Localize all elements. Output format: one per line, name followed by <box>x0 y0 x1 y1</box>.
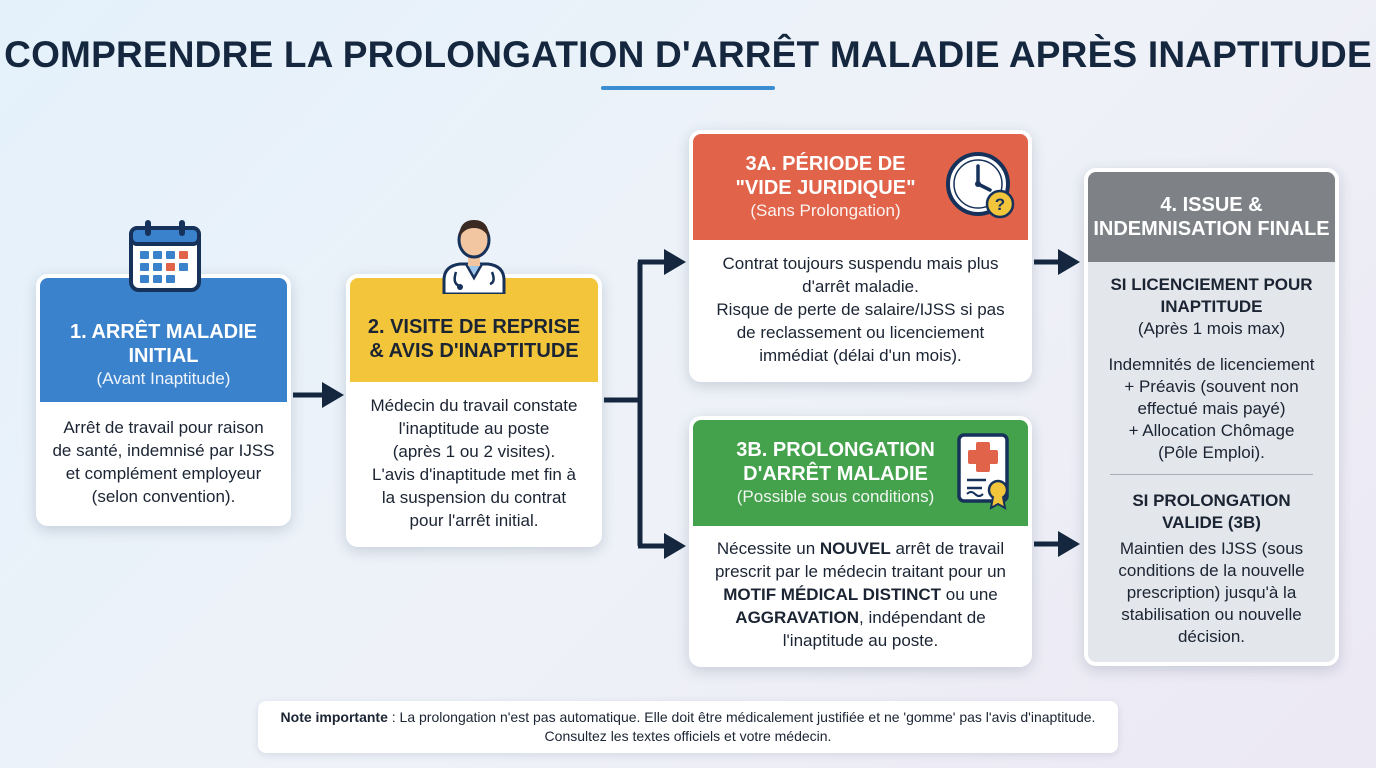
step3a-body-line: immédiat (délai d'un mois). <box>759 345 962 365</box>
step3a-body-line: d'arrêt maladie. <box>802 276 919 296</box>
step2-heading-line1: 2. VISITE DE REPRISE <box>367 316 581 338</box>
step3b-subtitle: (Possible sous conditions) <box>736 487 935 506</box>
step4-sec2-line: décision. <box>1177 627 1246 646</box>
step1-body-line: de santé, indemnisé par IJSS <box>52 441 275 460</box>
arrow-3b-to-4 <box>1034 531 1080 557</box>
step3b-emphasis: MOTIF MÉDICAL DISTINCT <box>723 585 942 604</box>
step4-sec2-line: prescription) jusqu'à la <box>1126 583 1297 602</box>
step3b-body-line: MOTIF MÉDICAL DISTINCT ou une <box>723 583 998 606</box>
step3b-body-line: prescrit par le médecin traitant pour un <box>714 562 1007 581</box>
medical-certificate-icon <box>956 432 1014 515</box>
step4-sec2-line: conditions de la nouvelle <box>1118 561 1305 580</box>
svg-text:?: ? <box>995 195 1005 214</box>
step3b-body-line: AGGRAVATION, indépendant de <box>735 606 985 629</box>
step2-header: 2. VISITE DE REPRISE & AVIS D'INAPTITUDE <box>350 278 598 382</box>
step3b-text: ou une <box>941 585 998 604</box>
step3a-body: Contrat toujours suspendu mais plus d'ar… <box>693 240 1028 378</box>
step2-body-line: l'inaptitude au poste <box>398 418 550 438</box>
step3a-heading-line1: 3A. PÉRIODE DE <box>745 153 906 175</box>
step3b-text: , indépendant de <box>859 608 986 627</box>
step1-heading-line1: 1. ARRÊT MALADIE <box>69 321 258 343</box>
step3a-subtitle: (Sans Prolongation) <box>750 201 901 220</box>
step2-body-line: la suspension du contrat <box>381 487 567 507</box>
step3b-heading-line2: D'ARRÊT MALADIE <box>743 463 928 485</box>
step4-card: 4. ISSUE & INDEMNISATION FINALE SI LICEN… <box>1084 168 1339 666</box>
step1-body: Arrêt de travail pour raison de santé, i… <box>40 402 287 522</box>
step3b-text: Nécessite un <box>716 539 820 558</box>
step2-body-line: pour l'arrêt initial. <box>409 510 539 530</box>
step4-header: 4. ISSUE & INDEMNISATION FINALE <box>1088 172 1335 262</box>
step3b-text: arrêt de travail <box>890 539 1005 558</box>
step3b-body-line: Nécessite un NOUVEL arrêt de travail <box>717 537 1004 560</box>
arrow-1-to-2 <box>293 382 344 408</box>
step3a-body-line: Risque de perte de salaire/IJSS si pas <box>716 299 1005 319</box>
step2-body-line: (après 1 ou 2 visites). <box>392 441 556 461</box>
step1-card: 1. ARRÊT MALADIE INITIAL (Avant Inaptitu… <box>36 274 291 526</box>
title-underline <box>601 86 775 90</box>
step2-card: 2. VISITE DE REPRISE & AVIS D'INAPTITUDE… <box>346 274 602 547</box>
step2-body-line: Médecin du travail constate <box>370 395 578 415</box>
page-title: COMPRENDRE LA PROLONGATION D'ARRÊT MALAD… <box>4 34 1372 75</box>
step1-subtitle: (Avant Inaptitude) <box>96 369 231 388</box>
step4-sec1-subtitle: (Après 1 mois max) <box>1137 319 1286 338</box>
step4-section-prolongation: SI PROLONGATION VALIDE (3B) Maintien des… <box>1088 490 1335 648</box>
doctor-icon <box>438 214 510 299</box>
step4-sec2-line: Maintien des IJSS (sous <box>1119 539 1304 558</box>
step1-body-line: (selon convention). <box>91 487 236 506</box>
step1-body-line: et complément employeur <box>65 464 262 483</box>
step4-divider <box>1110 474 1313 475</box>
step1-heading-line2: INITIAL <box>128 345 199 367</box>
step4-sec1-heading: INAPTITUDE <box>1160 297 1263 316</box>
step4-heading-line2: INDEMNISATION FINALE <box>1093 218 1330 240</box>
step3a-body-line: de reclassement ou licenciement <box>736 322 985 342</box>
step4-section-licenciement-body: Indemnités de licenciement + Préavis (so… <box>1088 354 1335 464</box>
step4-section-licenciement: SI LICENCIEMENT POUR INAPTITUDE (Après 1… <box>1088 274 1335 340</box>
important-note: Note importante : La prolongation n'est … <box>258 701 1118 753</box>
step4-heading-line1: 4. ISSUE & <box>1160 194 1263 216</box>
calendar-icon <box>128 218 202 299</box>
arrow-2-to-3-branch <box>604 249 686 559</box>
step3b-emphasis: NOUVEL <box>819 539 891 558</box>
step4-sec1-line: + Préavis (souvent non <box>1124 377 1299 396</box>
step4-sec1-line: + Allocation Chômage <box>1128 421 1295 440</box>
step2-heading-line2: & AVIS D'INAPTITUDE <box>369 340 579 362</box>
note-text: : La prolongation n'est pas automatique.… <box>387 709 1096 725</box>
step2-body: Médecin du travail constate l'inaptitude… <box>350 382 598 543</box>
step3b-body: Nécessite un NOUVEL arrêt de travail pre… <box>693 526 1028 663</box>
step4-sec1-heading: SI LICENCIEMENT POUR <box>1110 275 1313 294</box>
step3b-heading-line1: 3B. PROLONGATION <box>736 439 935 461</box>
step4-sec1-line: (Pôle Emploi). <box>1158 443 1265 462</box>
step3b-emphasis: AGGRAVATION <box>735 608 860 627</box>
arrow-3a-to-4 <box>1034 249 1080 275</box>
step2-body-line: L'avis d'inaptitude met fin à <box>372 464 576 484</box>
note-line2: Consultez les textes officiels et votre … <box>544 728 832 744</box>
step3b-body-line: l'inaptitude au poste. <box>782 631 939 650</box>
note-label: Note importante <box>280 709 388 725</box>
step4-sec1-line: Indemnités de licenciement <box>1108 355 1315 374</box>
step1-header: 1. ARRÊT MALADIE INITIAL (Avant Inaptitu… <box>40 278 287 402</box>
step4-sec2-heading: SI PROLONGATION <box>1132 491 1291 510</box>
step1-body-line: Arrêt de travail pour raison <box>63 418 264 437</box>
step3a-header: 3A. PÉRIODE DE "VIDE JURIDIQUE" (Sans Pr… <box>693 134 1028 240</box>
step4-sec2-line: stabilisation ou nouvelle <box>1121 605 1302 624</box>
step4-sec1-line: effectué mais payé) <box>1137 399 1286 418</box>
clock-question-icon: ? <box>944 150 1018 227</box>
step3a-body-line: Contrat toujours suspendu mais plus <box>722 253 999 273</box>
step4-sec2-heading: VALIDE (3B) <box>1162 513 1261 532</box>
step3a-heading-line2: "VIDE JURIDIQUE" <box>735 177 916 199</box>
note-line1: Note importante : La prolongation n'est … <box>258 708 1118 727</box>
